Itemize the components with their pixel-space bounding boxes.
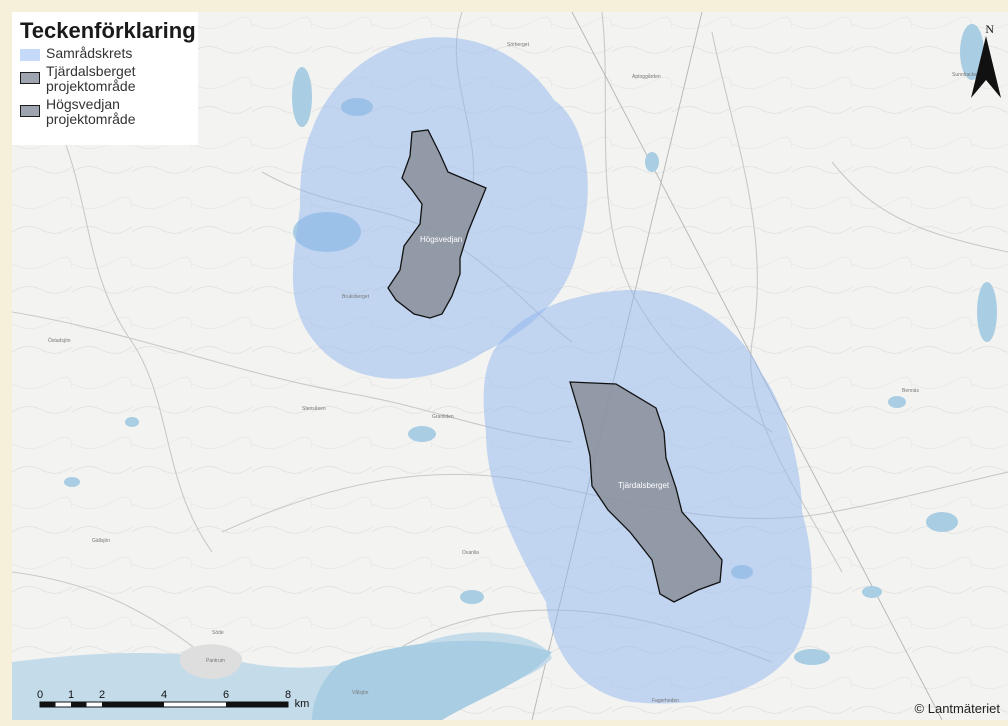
legend-label: Tjärdalsberget projektområde <box>46 63 136 94</box>
map-canvas[interactable]: Högsvedjan Tjärdalsberget Sörberget Apto… <box>12 12 1008 720</box>
scale-unit: km <box>295 698 310 710</box>
hogsvedjan-project-area[interactable] <box>387 129 487 319</box>
legend-title: Teckenförklaring <box>20 18 196 43</box>
scale-tick-label: 0 <box>37 689 43 701</box>
place-label: Gällsjön <box>92 538 110 544</box>
place-label: Söde <box>212 630 224 636</box>
place-label: Aptoggården <box>632 73 661 80</box>
legend-swatch-circle <box>20 49 40 61</box>
legend: Teckenförklaring Samrådskrets Tjärdalsbe… <box>12 12 198 145</box>
legend-label: Samrådskrets <box>46 45 133 61</box>
legend-item-hogsvedjan: Högsvedjan projektområde <box>20 97 198 127</box>
north-arrow-icon <box>971 36 1001 98</box>
place-label: Granliden <box>432 414 454 420</box>
place-label: Sunnbacken <box>952 72 980 78</box>
tjardalsberget-label: Tjärdalsberget <box>618 481 670 490</box>
scale-tick-label: 6 <box>223 689 229 701</box>
place-label: Bennäs <box>902 388 919 394</box>
attribution: © Lantmäteriet <box>914 701 1000 716</box>
map-frame[interactable]: Högsvedjan Tjärdalsberget Sörberget Apto… <box>12 12 1008 720</box>
place-label: Östadsjön <box>48 337 71 344</box>
tjardalsberget-project-area[interactable] <box>569 381 723 603</box>
place-label: Pantrum <box>206 658 225 664</box>
north-letter: N <box>985 22 994 36</box>
place-label: Fagerheden <box>652 698 679 704</box>
scale-tick-label: 4 <box>161 689 167 701</box>
place-label: Vålsjön <box>352 689 369 696</box>
legend-swatch-project <box>20 105 40 117</box>
place-label: Ovanlia <box>462 550 479 556</box>
legend-swatch-project <box>20 72 40 84</box>
scale-bar: 0 1 2 4 6 8 km <box>37 689 310 710</box>
place-label: Stensåsen <box>302 405 326 412</box>
legend-item-tjardalsberget: Tjärdalsberget projektområde <box>20 64 198 94</box>
place-label: Sörberget <box>507 42 530 48</box>
legend-label: Högsvedjan projektområde <box>46 96 136 127</box>
hogsvedjan-label: Högsvedjan <box>420 235 462 244</box>
town-area <box>180 644 243 679</box>
scale-tick-label: 1 <box>68 689 74 701</box>
legend-item-samradskrets: Samrådskrets <box>20 46 198 61</box>
scale-tick-label: 8 <box>285 689 291 701</box>
place-labels: Sörberget Aptoggården Sunnbacken Bruksbe… <box>48 42 980 704</box>
place-label: Bruksberget <box>342 294 370 300</box>
scale-tick-label: 2 <box>99 689 105 701</box>
